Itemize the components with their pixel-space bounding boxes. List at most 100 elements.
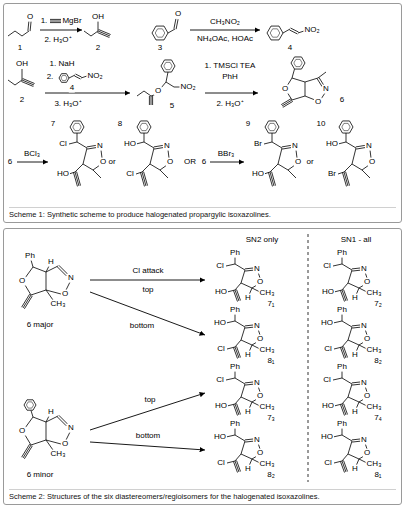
bond	[272, 172, 276, 186]
chem-label: HO	[214, 288, 228, 297]
chem-label: O	[154, 87, 162, 96]
chem-label: CH₃	[366, 403, 383, 412]
bond	[22, 294, 30, 307]
reaction-arrow	[90, 442, 205, 450]
chem-label: 2.	[46, 73, 55, 82]
chem-label: O	[174, 10, 182, 19]
chem-label: PhH	[221, 73, 239, 82]
bond	[342, 340, 348, 347]
phenyl-ring	[339, 121, 353, 133]
chem-label: Cl	[323, 459, 333, 468]
chem-label: Ph	[336, 306, 348, 315]
chem-label: OH	[91, 13, 105, 22]
bond	[281, 99, 291, 105]
chem-label: O	[256, 392, 264, 401]
chem-label: O	[61, 440, 69, 449]
chem-label: 5	[169, 102, 175, 111]
aromatic-ring	[73, 123, 81, 130]
chem-label: 8₁	[373, 471, 382, 480]
chem-label: N	[253, 436, 261, 445]
bond	[348, 327, 359, 345]
chem-label: 1.	[40, 17, 49, 26]
bond	[282, 148, 291, 150]
chem-label: N	[322, 85, 330, 94]
bond	[241, 270, 252, 288]
chem-label: CH₃	[50, 300, 67, 309]
bond	[342, 428, 343, 435]
chem-label: SN1 - all	[340, 236, 373, 245]
bond	[333, 435, 342, 437]
bond	[344, 346, 348, 357]
chem-label: CH₃	[366, 289, 383, 298]
chem-label: CH₃	[259, 289, 276, 298]
chem-label: HO	[123, 140, 137, 149]
bond	[342, 264, 352, 270]
bond	[318, 72, 326, 78]
bond	[235, 314, 236, 321]
chem-label: HO	[56, 170, 70, 179]
aromatic-ring	[164, 62, 172, 69]
chem-label: CH₃	[259, 460, 276, 469]
bond	[342, 283, 348, 290]
chem-label: NO₂	[86, 72, 103, 81]
bond	[151, 96, 152, 105]
chem-label: Ph	[336, 249, 348, 258]
chem-label: 6	[201, 158, 207, 167]
bond	[346, 142, 356, 148]
chem-label: Ph	[336, 420, 348, 429]
bond	[28, 21, 29, 31]
chem-label: O	[18, 277, 26, 286]
bond	[69, 75, 75, 78]
reaction-arrow	[45, 93, 130, 94]
bond	[8, 31, 29, 36]
chem-label: HO	[214, 402, 228, 411]
chem-label: OH	[15, 60, 29, 69]
bond	[144, 142, 154, 148]
bond	[233, 348, 237, 359]
chem-label: H	[47, 258, 55, 267]
bond	[288, 170, 296, 178]
chem-label: 2. H₃O⁺	[215, 100, 244, 109]
bond	[333, 321, 342, 323]
chem-label: 2. H₃O⁺	[43, 36, 72, 45]
bond	[154, 148, 163, 150]
chem-label: NO₂	[179, 83, 196, 92]
chem-label: 8₁	[266, 357, 275, 366]
bond	[46, 440, 53, 450]
chem-label: O	[26, 13, 34, 22]
chem-label: O	[18, 427, 26, 436]
bond	[356, 148, 365, 150]
phenyl-ring	[291, 57, 305, 69]
aromatic-ring	[26, 402, 33, 408]
chem-label: Cl	[322, 376, 332, 385]
chem-label: 4	[69, 84, 75, 93]
chem-label: 9	[245, 120, 251, 129]
bond	[235, 257, 236, 264]
chem-label: Ph	[229, 306, 241, 315]
chem-label: top	[141, 286, 154, 295]
chem-label: H	[351, 351, 359, 360]
bond	[226, 321, 235, 323]
aromatic-ring	[268, 123, 276, 130]
bond	[333, 378, 342, 380]
chem-label: O	[314, 98, 322, 107]
bond	[235, 283, 241, 290]
chem-label: Cl	[323, 345, 333, 354]
aromatic-ring	[155, 29, 165, 37]
chem-label: top	[143, 396, 156, 405]
chem-label: H	[244, 351, 252, 360]
bond	[75, 74, 81, 77]
reaction-arrow	[210, 162, 244, 163]
bond	[346, 133, 347, 142]
chem-label: O	[294, 158, 302, 167]
bond	[237, 346, 241, 357]
phenyl-ring	[161, 60, 175, 72]
aromatic-ring	[270, 29, 280, 37]
reaction-arrow	[90, 393, 205, 430]
bond	[73, 172, 77, 186]
chem-label: HO	[320, 433, 334, 442]
bond	[235, 428, 236, 435]
reaction-arrow	[90, 292, 205, 335]
phenyl-ring	[267, 26, 283, 40]
bond	[46, 266, 49, 272]
